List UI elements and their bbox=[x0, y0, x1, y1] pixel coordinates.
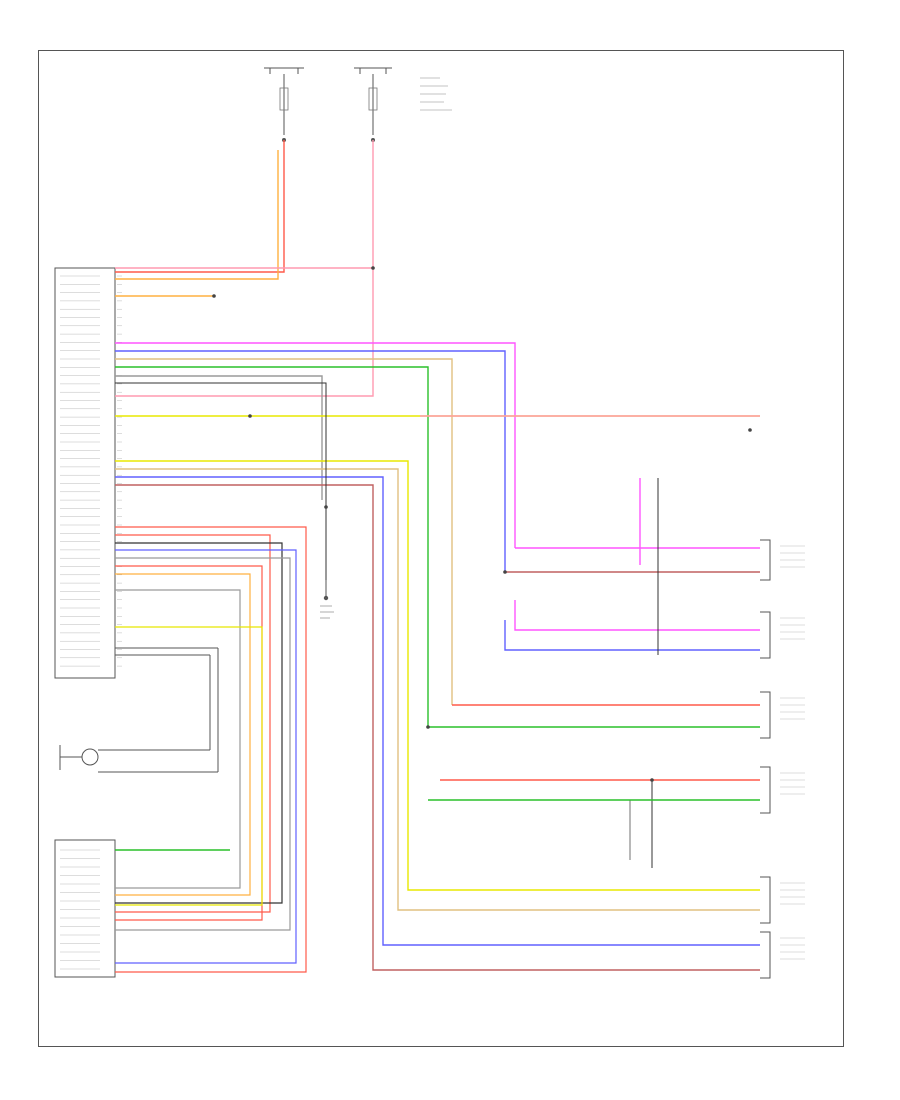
splice-power bbox=[371, 266, 375, 270]
wire-power-feed bbox=[115, 268, 374, 397]
splice-remote bbox=[248, 414, 252, 418]
wire-rf-neg bbox=[115, 350, 506, 572]
wire-rf-pos bbox=[115, 342, 516, 548]
splice-ground bbox=[324, 505, 328, 509]
wire-rr-pos-out bbox=[514, 600, 760, 631]
cd-changer-pins bbox=[60, 849, 100, 970]
wire-lr-pos bbox=[115, 460, 760, 891]
wire-rr2-neg bbox=[115, 484, 760, 971]
splice-remote-right bbox=[748, 428, 752, 432]
wire-cd-7 bbox=[115, 573, 251, 896]
wire-rr2-pos bbox=[115, 476, 760, 946]
splice-illum bbox=[212, 294, 216, 298]
wire-power-ign bbox=[115, 150, 279, 280]
wire-cd-1 bbox=[115, 526, 307, 973]
speaker-connectors bbox=[760, 539, 805, 979]
wire-cd-4 bbox=[115, 549, 297, 964]
radio-pins bbox=[60, 275, 122, 667]
wire-lf-pos bbox=[115, 358, 453, 705]
radio-connector bbox=[54, 267, 116, 679]
speaker-rr-bracket bbox=[760, 611, 771, 659]
speaker-sub-bracket bbox=[760, 766, 771, 814]
speaker-lf-bracket bbox=[760, 691, 771, 739]
wire-rr-neg-out bbox=[504, 620, 760, 651]
wire-cd-9 bbox=[115, 626, 263, 906]
ground-symbol bbox=[320, 580, 334, 619]
wire-lf-neg bbox=[115, 366, 429, 727]
wire-lr-neg bbox=[115, 468, 760, 911]
wire-power-acc bbox=[115, 140, 374, 269]
antenna-symbol bbox=[59, 647, 219, 773]
wire-group bbox=[115, 140, 760, 973]
wire-cd-5 bbox=[115, 557, 291, 931]
splice-lf bbox=[426, 725, 430, 729]
wire-cd-2 bbox=[115, 534, 271, 913]
wire-cd-3 bbox=[115, 542, 283, 904]
speaker-lr-bracket bbox=[760, 876, 771, 924]
wire-cd-8 bbox=[115, 589, 241, 889]
splice-sub bbox=[650, 778, 654, 782]
wire-ground-sense bbox=[115, 375, 323, 500]
cd-changer-connector bbox=[54, 839, 116, 978]
speaker-rr2-bracket bbox=[760, 931, 771, 979]
fuse-block-right bbox=[354, 67, 452, 142]
diagram-frame bbox=[38, 50, 844, 1047]
splice-rf bbox=[503, 570, 507, 574]
wire-power-batt bbox=[115, 140, 285, 273]
speaker-rf-bracket bbox=[760, 539, 771, 581]
wire-ground bbox=[115, 382, 327, 580]
fuse-block-left bbox=[264, 67, 304, 142]
